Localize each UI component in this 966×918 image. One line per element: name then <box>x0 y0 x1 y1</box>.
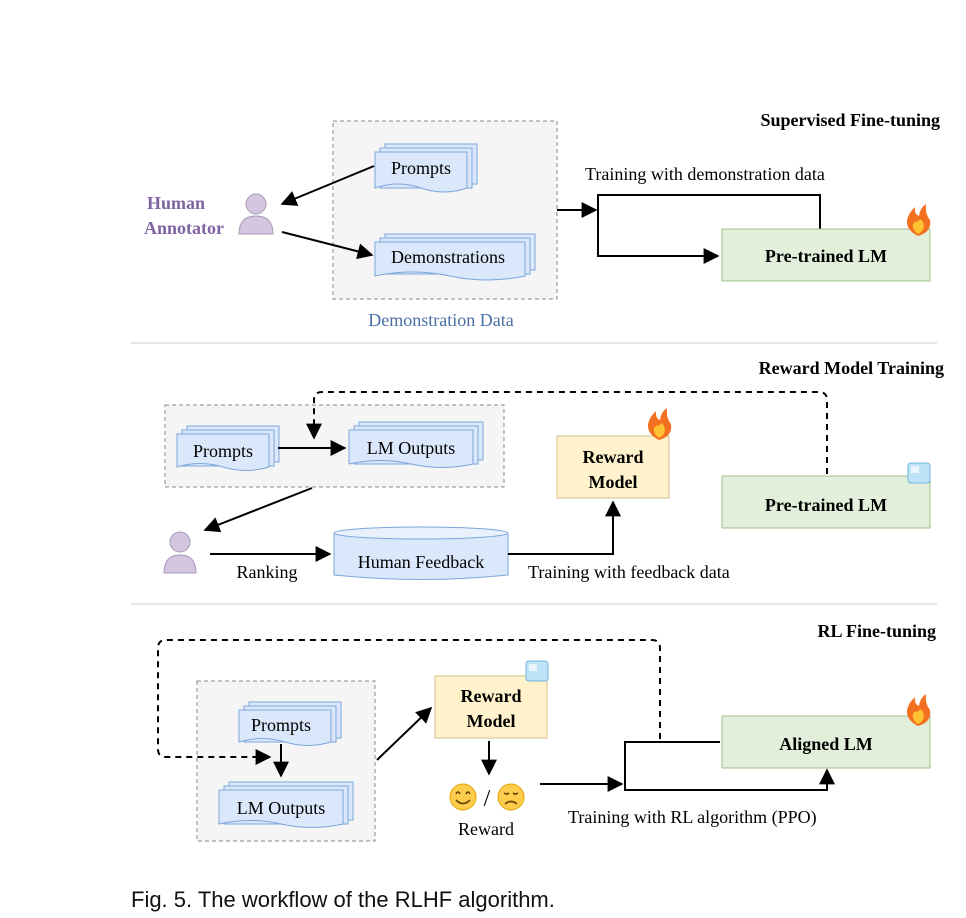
rl-dashed-path <box>157 639 661 765</box>
aligned-lm-box <box>721 715 931 769</box>
aligned-lm-label: Aligned LM <box>779 734 873 754</box>
smile-emoji <box>449 783 477 811</box>
rl-training-label: Training with RL algorithm (PPO) <box>568 807 817 828</box>
person-icon <box>238 193 274 235</box>
rm-pretrained-lm-box <box>721 475 931 529</box>
figure-caption: Fig. 5. The workflow of the RLHF algorit… <box>131 887 555 912</box>
sft-prompts-label: Prompts <box>391 158 451 178</box>
arrow-human-to-demonstrations <box>281 231 374 260</box>
rm-dashed-path <box>306 391 828 474</box>
arrow-outputs-to-person <box>203 487 313 533</box>
sft-demonstrations-label: Demonstrations <box>391 247 505 267</box>
rm-training-label: Training with feedback data <box>528 562 730 582</box>
arrow-outputs-to-rl-reward-model <box>376 706 433 761</box>
emoji-slash: / <box>484 786 491 812</box>
human-label-2: Annotator <box>144 218 224 238</box>
rm-lm-outputs-label: LM Outputs <box>367 438 456 458</box>
rm-ranking-label: Ranking <box>237 562 298 582</box>
sft-training-path <box>597 194 821 264</box>
fire-icon <box>647 408 672 440</box>
rl-lm-outputs-doc: LM Outputs <box>218 781 354 828</box>
arrow-feedback-to-reward-model <box>508 500 621 555</box>
rl-prompts-label: Prompts <box>251 715 311 735</box>
human-feedback-database: Human Feedback <box>333 526 509 580</box>
sft-training-label: Training with demonstration data <box>585 164 825 184</box>
rm-pretrained-lm-label: Pre-trained LM <box>765 495 887 515</box>
rl-lm-outputs-label: LM Outputs <box>237 798 326 818</box>
arrow-prompts-to-human <box>280 165 375 206</box>
fire-icon <box>906 204 931 236</box>
rl-prompts-doc: Prompts <box>238 701 342 746</box>
rm-reward-model-box <box>556 435 670 499</box>
fire-icon <box>906 694 931 726</box>
rl-reward-model-box <box>434 675 548 739</box>
rm-reward-model-label-1: Reward <box>583 447 644 467</box>
rm-reward-model-label-2: Model <box>589 472 638 492</box>
rm-title: Reward Model Training <box>759 358 944 378</box>
person-icon <box>163 531 197 574</box>
demonstration-data-label: Demonstration Data <box>368 310 513 330</box>
rl-training-path <box>624 741 835 791</box>
ice-icon <box>525 660 549 682</box>
rm-prompts-label: Prompts <box>193 441 253 461</box>
rl-reward-label: Reward <box>458 819 514 839</box>
sft-pretrained-lm-box <box>721 228 931 282</box>
sad-emoji <box>497 783 525 811</box>
sft-title: Supervised Fine-tuning <box>760 110 940 130</box>
ice-icon <box>907 462 931 484</box>
sft-prompts-doc: Prompts <box>374 143 478 193</box>
human-label-1: Human <box>147 193 205 213</box>
rl-reward-model-label-1: Reward <box>461 686 522 706</box>
rm-lm-outputs-doc: LM Outputs <box>348 421 484 468</box>
rm-prompts-doc: Prompts <box>176 425 280 471</box>
rl-reward-model-label-2: Model <box>467 711 516 731</box>
sft-demonstrations-doc: Demonstrations <box>374 233 536 281</box>
rl-title: RL Fine-tuning <box>817 621 936 641</box>
rm-human-feedback-label: Human Feedback <box>358 552 484 572</box>
sft-pretrained-lm-label: Pre-trained LM <box>765 246 887 266</box>
